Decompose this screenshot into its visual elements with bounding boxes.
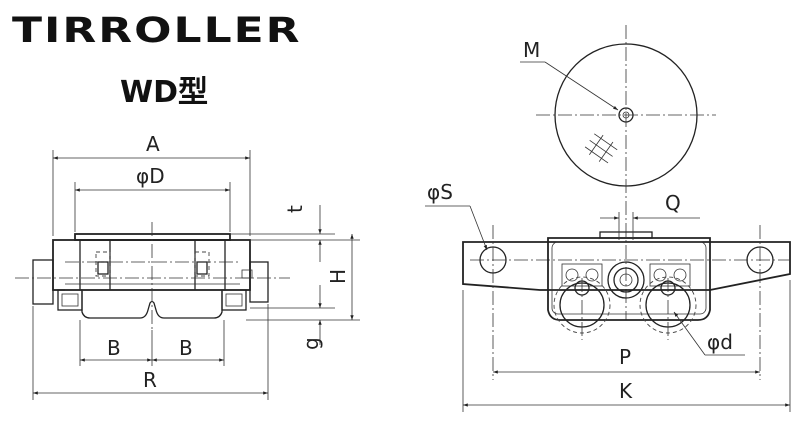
- side-labels: M φS Q φd P K: [427, 38, 733, 403]
- brand-logo: TIRROLLER: [12, 10, 302, 51]
- label-Q: Q: [665, 191, 681, 215]
- label-t: t: [283, 205, 307, 213]
- swivel-bush: [607, 261, 645, 299]
- side-frame-plate: [462, 241, 791, 291]
- label-phiS: φS: [427, 180, 453, 204]
- label-M: M: [523, 38, 540, 62]
- label-phiD: φD: [136, 164, 165, 188]
- label-H: H: [326, 269, 350, 284]
- model-title: WD型: [120, 75, 208, 110]
- front-view: [15, 222, 290, 330]
- label-B-right: B: [179, 336, 193, 360]
- front-right-pin: [249, 261, 269, 303]
- label-P: P: [619, 345, 631, 369]
- front-labels: A φD t H g B B R: [107, 132, 350, 392]
- roller-housing: [547, 237, 711, 321]
- side-view: [462, 25, 791, 380]
- label-R: R: [143, 368, 157, 392]
- front-base-block: [52, 239, 251, 291]
- front-left-pin: [32, 259, 54, 305]
- front-top-plate: [74, 233, 231, 241]
- label-A: A: [146, 132, 160, 156]
- front-inner-body: [79, 239, 226, 291]
- label-K: K: [619, 379, 633, 403]
- label-phid: φd: [707, 330, 733, 354]
- front-dimensions: [32, 150, 360, 400]
- side-dimensions: [425, 61, 791, 412]
- label-g: g: [299, 337, 323, 350]
- label-B-left: B: [107, 336, 121, 360]
